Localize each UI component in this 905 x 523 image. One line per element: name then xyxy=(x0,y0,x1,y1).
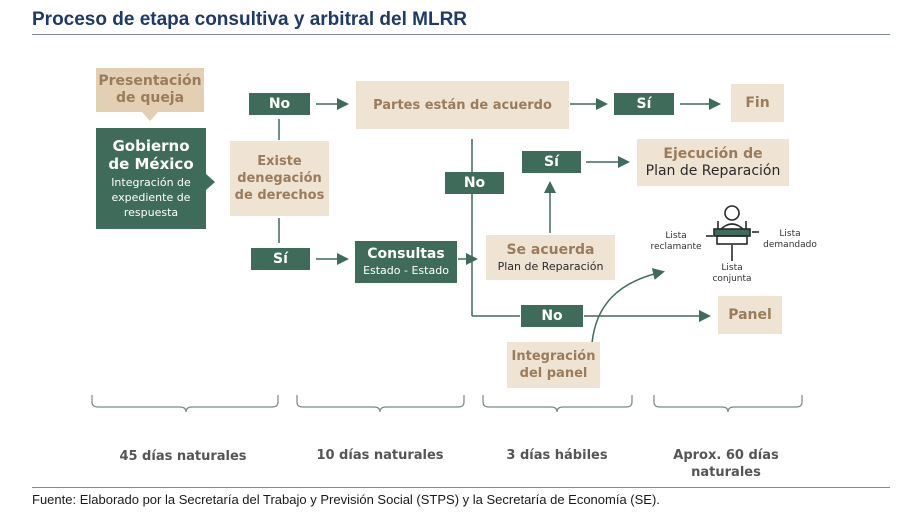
no-decision-partes: No xyxy=(445,172,504,194)
gobierno-mexico-box: Gobierno de México Integración de expedi… xyxy=(96,128,206,229)
si-decision-acuerda: Sí xyxy=(522,151,581,173)
se-acuerda-title: Se acuerda xyxy=(506,241,595,258)
duration-stage-1: 45 días naturales xyxy=(119,449,247,464)
lista-demandado-label: Lista demandado xyxy=(763,229,817,250)
panel-box: Panel xyxy=(718,296,782,334)
duration-stage-3: 3 días hábiles xyxy=(506,448,608,463)
panel-label: Panel xyxy=(728,306,772,323)
lista-reclamante-label: Lista reclamante xyxy=(650,231,702,252)
duration-braces xyxy=(91,395,803,413)
si-decision-partes: Sí xyxy=(614,93,674,115)
gobierno-subtitle: Integración de expediente de respuesta xyxy=(111,176,191,219)
title-divider xyxy=(32,34,890,35)
si-label: Sí xyxy=(273,250,288,267)
presentacion-pointer xyxy=(142,112,158,121)
consultas-box: Consultas Estado - Estado xyxy=(355,241,457,283)
duration-stage-4: Aprox. 60 días naturales xyxy=(673,448,779,480)
gobierno-pointer xyxy=(206,174,215,190)
fin-box: Fin xyxy=(731,84,784,122)
ejecucion-subtitle: Plan de Reparación xyxy=(645,162,781,179)
no-label: No xyxy=(463,174,486,191)
si-decision-bottom: Sí xyxy=(251,248,310,270)
page-title: Proceso de etapa consultiva y arbitral d… xyxy=(32,9,468,30)
no-decision-top: No xyxy=(249,93,310,115)
fin-label: Fin xyxy=(745,94,770,111)
existe-denegacion-label: Existe denegación de derechos xyxy=(234,154,325,203)
no-label: No xyxy=(541,307,563,324)
ejecucion-title: Ejecución de xyxy=(663,145,763,162)
partes-acuerdo-label: Partes están de acuerdo xyxy=(373,97,552,113)
se-acuerda-box: Se acuerda Plan de Reparación xyxy=(486,235,615,280)
integracion-panel-box: Integración del panel xyxy=(507,342,600,388)
si-label: Sí xyxy=(544,153,559,170)
ejecucion-plan-box: Ejecución de Plan de Reparación xyxy=(637,139,789,186)
si-label: Sí xyxy=(636,95,652,112)
presentacion-queja-label: Presentación de queja xyxy=(98,73,202,106)
se-acuerda-subtitle: Plan de Reparación xyxy=(497,259,604,273)
integracion-panel-label: Integración del panel xyxy=(511,349,596,381)
gobierno-title: Gobierno de México xyxy=(108,137,194,173)
existe-denegacion-box: Existe denegación de derechos xyxy=(230,141,329,216)
no-decision-panel: No xyxy=(521,305,583,327)
consultas-subtitle: Estado - Estado xyxy=(363,264,449,277)
arbitration-panel-icon xyxy=(706,205,759,261)
partes-acuerdo-box: Partes están de acuerdo xyxy=(356,81,569,129)
consultas-title: Consultas xyxy=(367,246,445,262)
source-note: Fuente: Elaborado por la Secretaría del … xyxy=(32,492,660,507)
lista-conjunta-label: Lista conjunta xyxy=(712,263,752,284)
footer-divider xyxy=(32,487,890,488)
no-label: No xyxy=(268,95,291,112)
presentacion-queja-box: Presentación de queja xyxy=(96,68,204,112)
arrow-integracion-curve xyxy=(591,268,665,344)
duration-stage-2: 10 días naturales xyxy=(316,448,444,463)
